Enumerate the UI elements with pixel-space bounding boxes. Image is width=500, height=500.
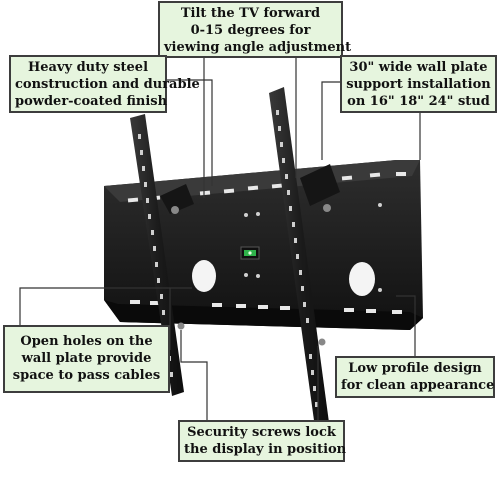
leader-wall: [321, 81, 340, 160]
callout-wall-line-2: support installation: [346, 77, 491, 92]
callout-tilt-line-2: 0-15 degrees for: [190, 23, 311, 38]
callout-tilt-line-1: Tilt the TV forward: [180, 6, 321, 21]
callout-screws-line-1: Security screws lock: [187, 425, 336, 440]
callout-tilt-line-3: viewing angle adjustment: [164, 40, 352, 55]
callout-steel-line-3: powder-coated finish: [15, 94, 168, 109]
callout-open-holes: Open holes on the wall plate provide spa…: [3, 325, 170, 393]
callout-low-profile: Low profile design for clean appearance: [335, 356, 495, 398]
callout-steel-construction: Heavy duty steel construction and durabl…: [9, 55, 200, 113]
callout-holes-line-1: Open holes on the: [20, 334, 153, 349]
callout-steel-line-1: Heavy duty steel: [27, 60, 149, 75]
callout-wall-line-3: on 16" 18" 24" stud: [347, 94, 490, 109]
leader-screws-left: [180, 330, 208, 420]
leader-holes-top: [19, 287, 170, 325]
callout-wall-line-1: 30" wide wall plate: [349, 60, 488, 75]
leader-steel: [167, 79, 213, 186]
callout-security-screws: Security screws lock the display in posi…: [178, 420, 347, 462]
right-tilt-arm: [269, 87, 340, 435]
callout-holes-line-2: wall plate provide: [21, 351, 152, 366]
callout-screws-line-2: the display in position: [184, 442, 347, 457]
callout-low-line-1: Low profile design: [348, 361, 482, 376]
callout-low-line-2: for clean appearance: [341, 378, 495, 393]
callout-wall-plate: 30" wide wall plate support installation…: [340, 55, 497, 113]
leader-lines: [19, 58, 421, 420]
bubble-level-icon: [240, 246, 260, 260]
callout-holes-line-3: space to pass cables: [12, 368, 161, 383]
leader-low: [396, 295, 416, 356]
callout-steel-line-2: construction and durable: [15, 77, 200, 92]
callout-tilt: Tilt the TV forward 0-15 degrees for vie…: [158, 1, 352, 58]
cable-hole-right: [349, 262, 375, 296]
cable-hole-left: [192, 260, 216, 292]
